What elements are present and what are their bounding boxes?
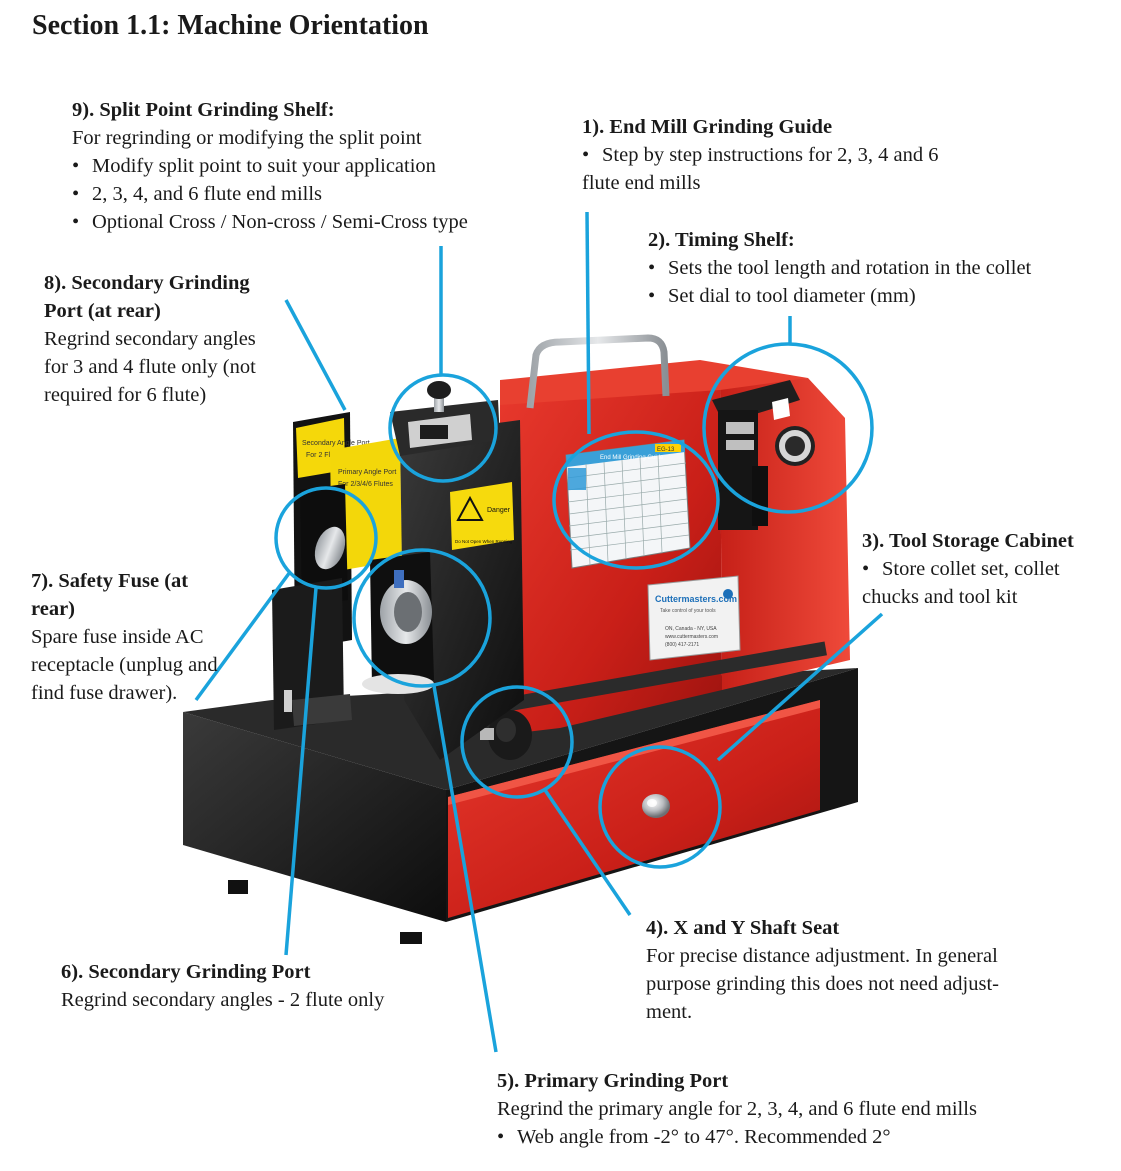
callout-timing-shelf: 2). Timing Shelf: Sets the tool length a… (648, 226, 1031, 310)
callout-line-primary-port (432, 685, 498, 1053)
callout-bullet: 2, 3, 4, and 6 flute end mills (72, 180, 468, 208)
callout-heading: 2). Timing Shelf: (648, 229, 795, 251)
callout-text: ment. (646, 1001, 693, 1023)
shaft-seat-knob[interactable] (470, 641, 827, 760)
brand-name: Cuttermasters.com (655, 594, 737, 604)
brand-tagline: Take control of your tools (660, 608, 716, 614)
callout-storage-cabinet: 3). Tool Storage Cabinet Store collet se… (862, 527, 1074, 611)
callout-primary-port: 5). Primary Grinding Port Regrind the pr… (497, 1067, 977, 1151)
callout-bullet: Store collet set, collet (862, 555, 1074, 583)
callout-text: required for 6 flute) (44, 384, 207, 406)
warning-text: Do Not Open When Running (455, 539, 513, 544)
brand-phone: (800) 417-2171 (665, 642, 699, 648)
callout-text: find fuse drawer). (31, 682, 178, 704)
split-point-knob[interactable] (427, 381, 451, 412)
callout-circle-safety-fuse (274, 486, 378, 590)
callout-heading: 4). X and Y Shaft Seat (646, 917, 840, 939)
carry-handle (526, 334, 670, 409)
drawer-knob[interactable] (642, 794, 670, 818)
brand-website: www.cuttermasters.com (665, 634, 718, 640)
front-port-label: Primary Angle Port (338, 469, 396, 476)
callout-heading: 5). Primary Grinding Port (497, 1070, 729, 1092)
callout-heading: 8). Secondary Grinding (44, 272, 250, 294)
callout-text: Regrind secondary angles - 2 flute only (61, 989, 385, 1011)
chart-header: End Mill Grinding Guide (600, 455, 664, 461)
callout-heading: 1). End Mill Grinding Guide (582, 116, 833, 138)
callout-secondary-port-rear: 8). Secondary Grinding Port (at rear) Re… (44, 269, 256, 409)
callout-circle-storage-cabinet (598, 745, 722, 869)
callout-bullet: Optional Cross / Non-cross / Semi-Cross … (72, 208, 468, 236)
warning-title: Danger (487, 507, 511, 514)
callout-line-safety-fuse (194, 570, 292, 702)
callout-heading: 3). Tool Storage Cabinet (862, 530, 1074, 552)
callout-circle-split-point-shelf (388, 373, 498, 483)
callout-heading: 6). Secondary Grinding Port (61, 961, 311, 983)
callout-circle-grinding-guide (552, 430, 720, 570)
page-title: Section 1.1: Machine Orientation (32, 10, 429, 41)
timing-shelf[interactable] (712, 380, 815, 530)
callout-circle-timing-shelf (702, 342, 874, 514)
callout-text: receptacle (unplug and (31, 654, 218, 676)
callout-text: Regrind the primary angle for 2, 3, 4, a… (497, 1098, 977, 1120)
callout-heading: 7). Safety Fuse (at (31, 570, 189, 592)
diameter-dial[interactable] (775, 426, 815, 466)
callout-shaft-seat: 4). X and Y Shaft Seat For precise dista… (646, 914, 999, 1026)
rear-port-label: Secondary Angle Port (302, 440, 370, 447)
callout-text: For precise distance adjustment. In gene… (646, 945, 998, 967)
callout-secondary-port: 6). Secondary Grinding Port Regrind seco… (61, 958, 384, 1014)
callout-text: Spare fuse inside AC (31, 626, 204, 648)
callout-annotations (194, 211, 884, 1053)
callout-bullet: Step by step instructions for 2, 3, 4 an… (582, 141, 939, 169)
callout-text: for 3 and 4 flute only (not (44, 356, 256, 378)
callout-heading-cont: rear) (31, 598, 76, 620)
callout-split-point-shelf: 9). Split Point Grinding Shelf: For regr… (72, 96, 468, 236)
callout-heading-cont: Port (at rear) (44, 300, 161, 322)
callout-text: chucks and tool kit (862, 586, 1018, 608)
callout-text: Regrind secondary angles (44, 328, 256, 350)
callout-grinding-guide: 1). End Mill Grinding Guide Step by step… (582, 113, 939, 197)
callout-bullet: Set dial to tool diameter (mm) (648, 282, 1031, 310)
callout-safety-fuse: 7). Safety Fuse (at rear) Spare fuse ins… (31, 567, 218, 707)
svg-text:For 2 Flutes: For 2 Flutes (306, 452, 344, 459)
brand-plate: Cuttermasters.com Take control of your t… (647, 575, 741, 661)
callout-bullet: Modify split point to suit your applicat… (72, 152, 468, 180)
callout-text: For regrinding or modifying the split po… (72, 127, 422, 149)
callout-text: flute end mills (582, 172, 701, 194)
callout-text: purpose grinding this does not need adju… (646, 973, 1000, 995)
callout-line-storage-cabinet (716, 612, 884, 762)
callout-line-secondary-port-rear (284, 299, 347, 411)
chart-badge: EG-13 (657, 447, 675, 453)
callout-bullet: Web angle from -2° to 47°. Recommended 2… (497, 1123, 977, 1151)
callout-bullet: Sets the tool length and rotation in the… (648, 254, 1031, 282)
callout-line-shaft-seat (543, 789, 632, 916)
brand-location: ON, Canada - NY, USA (665, 626, 717, 632)
grinding-guide-chart: End Mill Grinding Guide EG-13 (565, 439, 691, 569)
callout-circle-shaft-seat (460, 685, 574, 799)
callout-line-grinding-guide (585, 211, 591, 435)
callout-heading: 9). Split Point Grinding Shelf: (72, 99, 335, 121)
callout-circle-primary-port (352, 548, 492, 688)
svg-text:For 2/3/4/6 Flutes: For 2/3/4/6 Flutes (338, 481, 393, 488)
callout-line-secondary-port (284, 587, 318, 956)
